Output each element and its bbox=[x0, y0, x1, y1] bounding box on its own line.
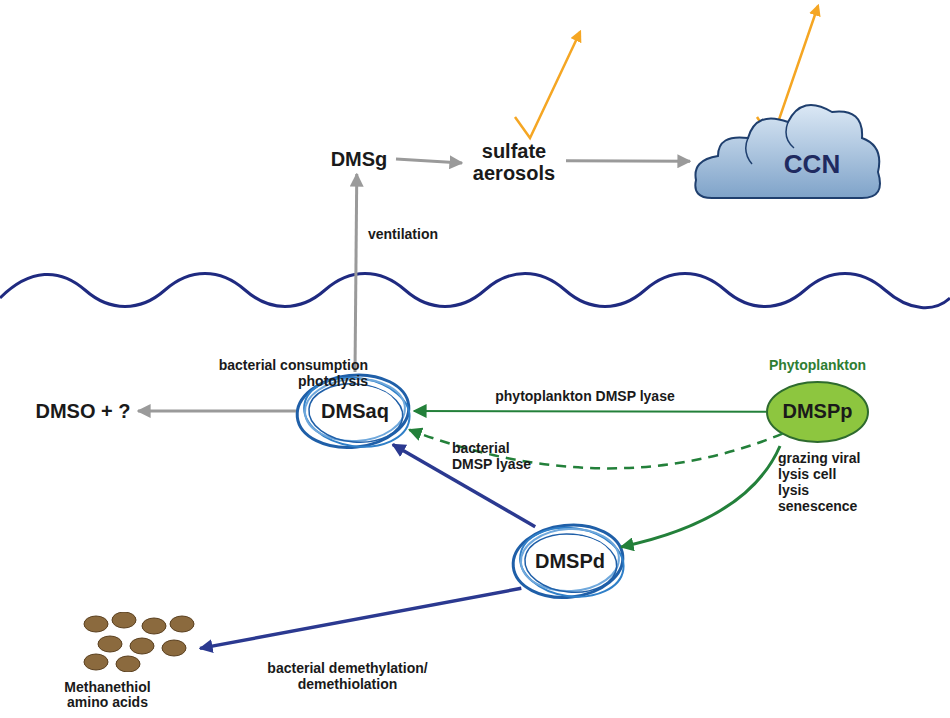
sea-surface-wave bbox=[0, 274, 950, 308]
cloud-node: CCN bbox=[690, 90, 885, 205]
node-text: DMSO + ? bbox=[28, 400, 138, 422]
product-node: DMSO + ? bbox=[28, 396, 138, 426]
edge-label: ventilation bbox=[368, 226, 468, 242]
flow-arrow bbox=[566, 159, 690, 163]
flow-arrow bbox=[200, 588, 521, 648]
phytoplankton-node: PhytoplanktonDMSPp bbox=[755, 358, 880, 446]
node-text: CCN bbox=[772, 150, 852, 179]
product-node: Methanethiol amino acids bbox=[40, 612, 200, 716]
cloud-shape bbox=[690, 90, 885, 205]
edge-label: bacterial DMSP lyase bbox=[452, 440, 547, 472]
aerosol-node: sulfate aerosols bbox=[462, 140, 566, 186]
increase-check-arrow bbox=[515, 32, 580, 138]
pool-swirl: DMSaq bbox=[296, 372, 414, 450]
flow-arrow bbox=[396, 159, 462, 163]
edge-label: bacterial demethylation/ demethiolation bbox=[240, 660, 455, 692]
edge-label: bacterial consumption photolysis bbox=[186, 357, 368, 389]
flow-arrow bbox=[409, 430, 782, 469]
flow-arrow bbox=[138, 410, 296, 413]
flow-arrow bbox=[355, 174, 357, 372]
node-text: DMSg bbox=[322, 148, 396, 170]
pool-swirl: DMSPd bbox=[512, 522, 628, 600]
edge-label: phytoplankton DMSP lyase bbox=[470, 388, 700, 404]
flow-arrow bbox=[393, 445, 535, 527]
flow-arrow bbox=[621, 446, 780, 547]
node-text: DMSPp bbox=[755, 400, 880, 422]
edge-label: grazing viral lysis cell lysis senescenc… bbox=[778, 450, 870, 514]
molecule-dots bbox=[82, 612, 202, 672]
gas-label-node: DMSg bbox=[322, 144, 396, 174]
node-text: DMSaq bbox=[296, 400, 414, 422]
node-text: DMSPd bbox=[512, 550, 628, 572]
node-text: sulfate aerosols bbox=[462, 140, 566, 184]
node-text: Methanethiol amino acids bbox=[50, 680, 165, 711]
flow-arrow bbox=[414, 410, 766, 413]
node-text: Phytoplankton bbox=[755, 358, 880, 373]
